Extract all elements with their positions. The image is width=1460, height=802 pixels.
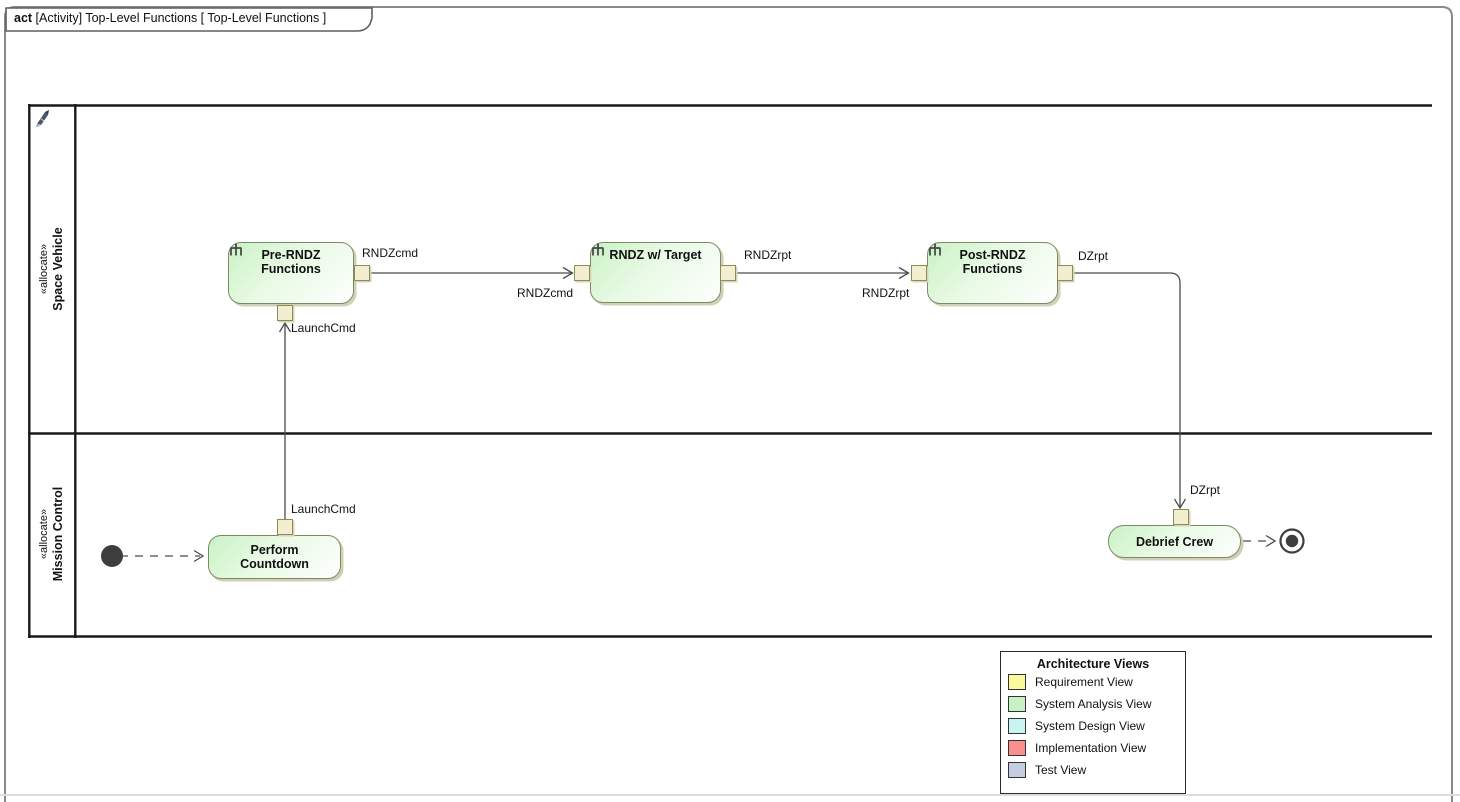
lane-stereotype: «allocate»	[38, 508, 51, 560]
flow-label-launchcmd-source[interactable]: LaunchCmd	[291, 502, 356, 516]
legend-swatch-implementation	[1008, 740, 1026, 756]
legend-title: Architecture Views	[1036, 657, 1150, 671]
object-flow-launchcmd[interactable]	[278, 321, 292, 519]
diagram-title-text: [Activity] Top-Level Functions [ Top-Lev…	[32, 11, 327, 25]
action-post-rndz-functions[interactable]: Post-RNDZ Functions	[927, 242, 1058, 304]
object-flow-rndzrpt[interactable]	[737, 266, 910, 280]
output-pin-launchcmd[interactable]	[277, 519, 293, 535]
flow-label-rndzcmd-target[interactable]: RNDZcmd	[517, 286, 573, 300]
input-pin-launchcmd[interactable]	[277, 305, 293, 321]
diagram-tab-title: act [Activity] Top-Level Functions [ Top…	[14, 11, 326, 25]
legend-swatch-requirement	[1008, 674, 1026, 690]
flow-label-rndzcmd-source[interactable]: RNDZcmd	[362, 246, 418, 260]
activity-final-node[interactable]	[1279, 528, 1305, 554]
control-flow-initial-to-perform-countdown[interactable]	[120, 549, 205, 563]
frame-name-tab	[5, 7, 373, 32]
swimlane-borders	[28, 104, 1432, 638]
rake-icon	[230, 243, 242, 256]
lane-stereotype: «allocate»	[38, 243, 51, 295]
rocket-icon	[36, 110, 49, 127]
rake-icon	[592, 243, 604, 256]
lane-name: Space Vehicle	[51, 227, 66, 311]
input-pin-dzrpt[interactable]	[1173, 509, 1189, 525]
action-debrief-crew[interactable]: Debrief Crew	[1108, 525, 1241, 558]
action-pre-rndz-functions[interactable]: Pre-RNDZ Functions	[228, 242, 354, 304]
legend-swatch-system-analysis	[1008, 696, 1026, 712]
activity-frame-border	[4, 6, 1453, 802]
flow-label-rndzrpt-source[interactable]: RNDZrpt	[744, 248, 792, 262]
action-rndz-w-target[interactable]: RNDZ w/ Target	[590, 242, 721, 303]
legend-label: System Analysis View	[1035, 697, 1152, 711]
legend-row-test-view: Test View	[1001, 759, 1185, 781]
flow-label-dzrpt-source[interactable]: DZrpt	[1078, 249, 1108, 263]
swimlane-header-space-vehicle[interactable]: «allocate» Space Vehicle	[32, 169, 72, 369]
rake-icon	[929, 243, 941, 256]
object-flow-dzrpt[interactable]	[1074, 272, 1187, 510]
action-label: Debrief Crew	[1135, 534, 1214, 549]
legend-row-system-analysis-view: System Analysis View	[1001, 693, 1185, 715]
input-pin-rndzrpt[interactable]	[911, 265, 927, 281]
output-pin-dzrpt[interactable]	[1057, 265, 1073, 281]
control-flow-debrief-to-final[interactable]	[1243, 534, 1277, 548]
initial-node[interactable]	[101, 545, 123, 567]
legend-swatch-system-design	[1008, 718, 1026, 734]
window-bottom-edge	[0, 794, 1460, 796]
action-label: Perform Countdown	[240, 543, 309, 571]
flow-label-dzrpt-target[interactable]: DZrpt	[1190, 483, 1220, 497]
action-label: RNDZ w/ Target	[609, 248, 702, 262]
legend-swatch-test	[1008, 762, 1026, 778]
legend-label: System Design View	[1035, 719, 1145, 733]
legend-architecture-views[interactable]: Architecture Views Requirement View Syst…	[1000, 651, 1186, 794]
object-flow-rndzcmd[interactable]	[370, 266, 574, 280]
input-pin-rndzcmd[interactable]	[574, 265, 590, 281]
diagram-kind-keyword: act	[14, 11, 33, 25]
swimlane-header-mission-control[interactable]: «allocate» Mission Control	[32, 434, 72, 634]
flow-label-launchcmd-target[interactable]: LaunchCmd	[291, 321, 356, 335]
lane-name: Mission Control	[51, 486, 66, 582]
flow-label-rndzrpt-target[interactable]: RNDZrpt	[862, 286, 910, 300]
action-label: Post-RNDZ Functions	[959, 248, 1026, 276]
output-pin-rndzrpt[interactable]	[720, 265, 736, 281]
action-label: Pre-RNDZ Functions	[261, 248, 321, 276]
legend-row-requirement-view: Requirement View	[1001, 671, 1185, 693]
output-pin-rndzcmd[interactable]	[354, 265, 370, 281]
action-perform-countdown[interactable]: Perform Countdown	[208, 535, 341, 579]
legend-label: Implementation View	[1035, 741, 1147, 755]
legend-row-implementation-view: Implementation View	[1001, 737, 1185, 759]
legend-label: Requirement View	[1035, 675, 1133, 689]
legend-row-system-design-view: System Design View	[1001, 715, 1185, 737]
legend-label: Test View	[1035, 763, 1087, 777]
